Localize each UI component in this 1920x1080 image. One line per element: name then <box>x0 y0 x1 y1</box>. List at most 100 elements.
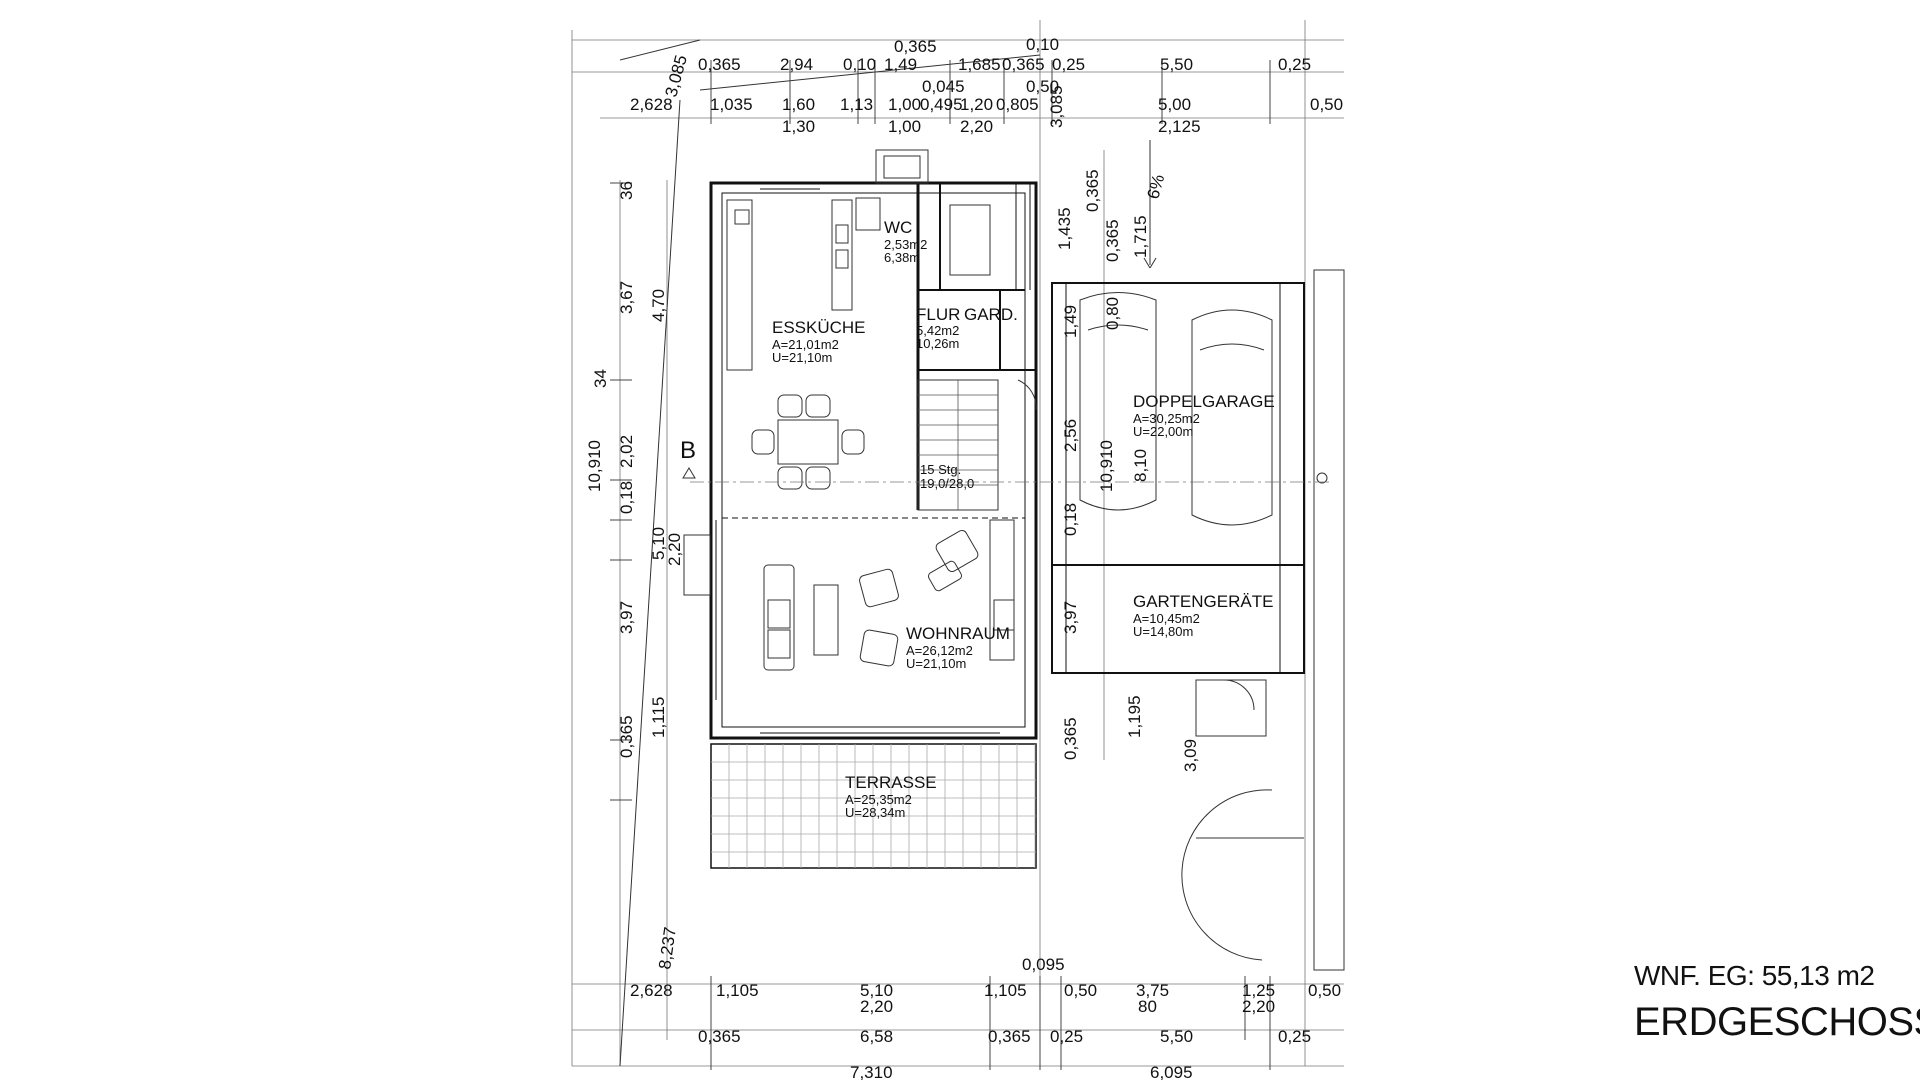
dim-left-3: 2,02 <box>617 435 636 468</box>
wnf-label: WNF. EG: 55,13 m2 <box>1634 960 1875 991</box>
dim-mid-8: 8,10 <box>1131 449 1150 482</box>
dim-left-total: 10,910 <box>585 440 604 492</box>
dim-left-diag-0: 3,085 <box>662 53 691 99</box>
dimensions-mid: 0,365 1,435 0,365 1,715 1,49 0,80 2,56 1… <box>1055 169 1200 772</box>
chimney-left <box>683 534 711 596</box>
stair-steps: 15 Stg. <box>920 462 961 477</box>
room-area-wc: 2,53m2 <box>884 237 927 252</box>
house-walls <box>709 149 1038 740</box>
dim-left-5: 5,10 <box>649 527 668 560</box>
dim-bottom2-1: 80 <box>1138 997 1157 1016</box>
dim-bottom1-0: 0,095 <box>1022 955 1065 974</box>
dim-top2-extra-1: 0,50 <box>1026 77 1059 96</box>
room-perimeter-gartengeraete: U=14,80m <box>1133 624 1193 639</box>
dim-left-6: 3,97 <box>617 601 636 634</box>
dim-left-1: 3,67 <box>617 281 636 314</box>
living-furniture <box>763 519 1015 671</box>
dim-left-8: 1,115 <box>649 697 668 738</box>
dim-bottom3-4: 5,50 <box>1160 1027 1193 1046</box>
dim-top1-extra-0: 0,365 <box>894 37 937 56</box>
room-name-gard: GARD. <box>964 305 1018 324</box>
room-name-doppelgarage: DOPPELGARAGE <box>1133 392 1275 411</box>
dim-mid-11: 0,365 <box>1061 717 1080 760</box>
room-area-esskueche: A=21,01m2 <box>772 337 839 352</box>
dim-top1-0: 0,365 <box>698 55 741 74</box>
dim-left-diag-1: 8,237 <box>655 926 680 971</box>
dim-left-2: 34 <box>591 369 610 388</box>
dim-top2-5: 0,495 <box>920 95 963 114</box>
garage-walls <box>690 140 1345 971</box>
dim-top3-3: 2,125 <box>1158 117 1201 136</box>
room-perimeter-flur: 10,26m <box>916 336 959 351</box>
dim-top1-extra-1: 0,10 <box>1026 35 1059 54</box>
dim-bottom3-5: 0,25 <box>1278 1027 1311 1046</box>
room-name-wohnraum: WOHNRAUM <box>906 624 1010 643</box>
room-perimeter-terrasse: U=28,34m <box>845 805 905 820</box>
dim-mid-9: 0,18 <box>1061 503 1080 536</box>
dim-mid-7: 10,910 <box>1097 440 1116 492</box>
room-perimeter-wc: 6,38m <box>884 250 920 265</box>
dim-bottom1-4: 1,105 <box>984 981 1027 1000</box>
dim-bottom1-3: 5,10 <box>860 981 893 1000</box>
dimension-lines <box>571 20 1344 1070</box>
dim-mid-6: 2,56 <box>1061 419 1080 452</box>
dim-top2-8: 5,00 <box>1158 95 1191 114</box>
dim-left-7: 0,365 <box>617 715 636 758</box>
dim-top1-8: 0,25 <box>1278 55 1311 74</box>
dim-mid-13: 3,09 <box>1181 739 1200 772</box>
room-area-terrasse: A=25,35m2 <box>845 792 912 807</box>
room-area-wohnraum: A=26,12m2 <box>906 643 973 658</box>
room-area-gartengeraete: A=10,45m2 <box>1133 611 1200 626</box>
room-name-esskueche: ESSKÜCHE <box>772 318 866 337</box>
dim-bottom1-2: 1,105 <box>716 981 759 1000</box>
dim-top2-6: 1,20 <box>960 95 993 114</box>
room-perimeter-esskueche: U=21,10m <box>772 350 832 365</box>
room-name-wc: WC <box>884 218 912 237</box>
dim-top1-5: 0,365 <box>1002 55 1045 74</box>
dim-top1-3: 1,49 <box>884 55 917 74</box>
dim-bottom3-1: 6,58 <box>860 1027 893 1046</box>
dim-top2-extra-2: 3,085 <box>1047 85 1066 128</box>
terrace <box>710 743 1037 869</box>
dim-top2-1: 1,035 <box>710 95 753 114</box>
floor-label: ERDGESCHOSS <box>1634 1000 1920 1044</box>
dim-top2-extra-0: 0,045 <box>922 77 965 96</box>
dim-top2-4: 1,00 <box>888 95 921 114</box>
dim-top2-9: 0,50 <box>1310 95 1343 114</box>
dimensions-top: 0,365 2,94 0,10 1,49 1,685 0,365 0,25 5,… <box>630 35 1343 201</box>
dim-top1-7: 5,50 <box>1160 55 1193 74</box>
section-marker-arrow <box>682 467 696 479</box>
dim-bottom1-5: 0,50 <box>1064 981 1097 1000</box>
dim-bottom3-3: 0,25 <box>1050 1027 1083 1046</box>
room-perimeter-doppelgarage: U=22,00m <box>1133 424 1193 439</box>
dim-left-inner-0: 4,70 <box>649 289 668 322</box>
dim-bottom4-1: 6,095 <box>1150 1063 1193 1080</box>
dim-left-inner-1: 2,20 <box>665 533 684 566</box>
dim-bottom1-8: 0,50 <box>1308 981 1341 1000</box>
room-area-flur: 5,42m2 <box>916 323 959 338</box>
dim-mid-10: 3,97 <box>1061 601 1080 634</box>
dim-top2-7: 0,805 <box>996 95 1039 114</box>
dim-top1-1: 2,94 <box>780 55 813 74</box>
room-area-doppelgarage: A=30,25m2 <box>1133 411 1200 426</box>
dim-bottom1-6: 3,75 <box>1136 981 1169 1000</box>
dim-top3-0: 1,30 <box>782 117 815 136</box>
dim-slope: 6% <box>1144 172 1169 201</box>
dim-mid-1: 1,435 <box>1055 207 1074 250</box>
dim-mid-2: 0,365 <box>1103 219 1122 262</box>
dim-top2-3: 1,13 <box>840 95 873 114</box>
dining-furniture <box>751 394 865 490</box>
dim-bottom3-0: 0,365 <box>698 1027 741 1046</box>
dim-top2-2: 1,60 <box>782 95 815 114</box>
dim-mid-3: 1,715 <box>1131 215 1150 258</box>
dim-bottom2-0: 2,20 <box>860 997 893 1016</box>
plan-caption: WNF. EG: 55,13 m2 ERDGESCHOSS <box>1634 960 1920 1045</box>
room-name-terrasse: TERRASSE <box>845 773 937 792</box>
dim-top3-1: 1,00 <box>888 117 921 136</box>
dim-top1-2: 0,10 <box>843 55 876 74</box>
dim-bottom3-2: 0,365 <box>988 1027 1031 1046</box>
section-marker: B <box>680 437 696 464</box>
dim-top2-0: 2,628 <box>630 95 673 114</box>
dim-bottom4-0: 7,310 <box>850 1063 893 1080</box>
